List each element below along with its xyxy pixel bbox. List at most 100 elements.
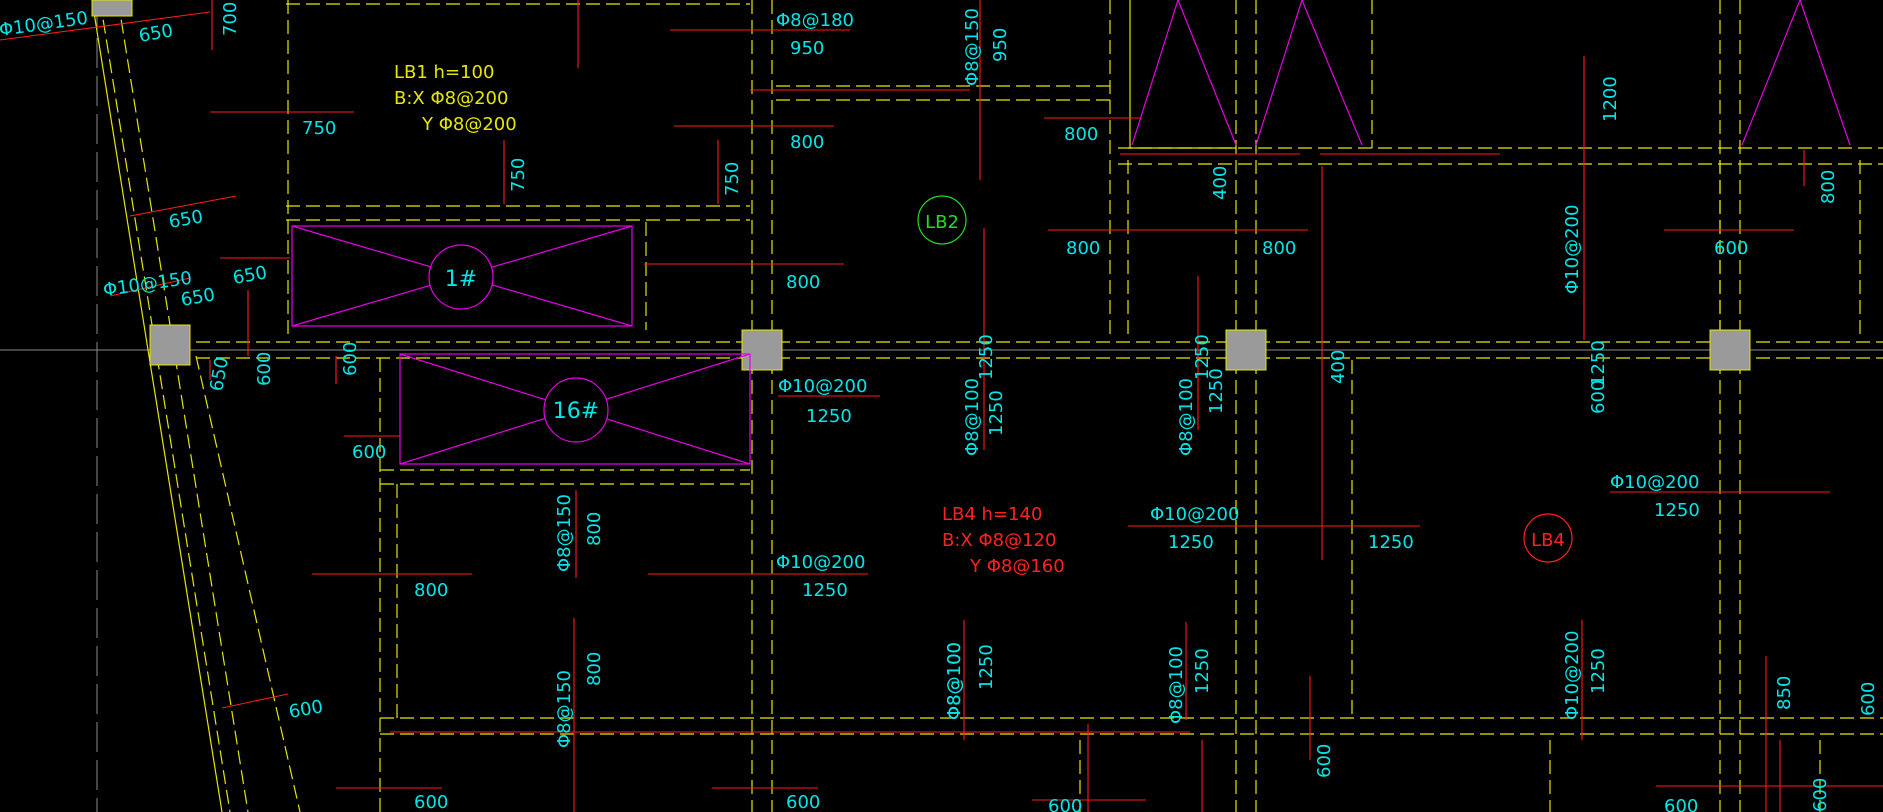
- opening-tag-16: 16#: [553, 399, 599, 424]
- slab-tag-circle: [917, 195, 967, 245]
- dimension-label: 800: [584, 512, 605, 546]
- rebar-label: Φ8@100: [944, 642, 965, 720]
- rebar-label: Φ8@100: [1166, 646, 1187, 724]
- dimension-label: 400: [1210, 166, 1231, 200]
- dimension-label: 1250: [976, 334, 997, 380]
- beam-line: [117, 0, 249, 812]
- opening-tag-1: 1#: [445, 267, 477, 292]
- dimension-label: 1250: [1588, 340, 1609, 386]
- dimension-labels: 650 700 950 750 750 800 750 950 800 1200…: [137, 2, 1879, 812]
- opening-triangle: [1131, 0, 1237, 146]
- dimension-label: 600: [1714, 238, 1748, 259]
- dimension-label: 600: [1664, 796, 1698, 812]
- column: [741, 329, 783, 371]
- rebar-label: Φ10@200: [1562, 631, 1583, 720]
- dimension-label: 400: [1328, 350, 1349, 384]
- beam-lines: [99, 0, 1883, 812]
- rebar-label: Φ8@100: [962, 378, 983, 456]
- rebar-label: Φ8@150: [554, 494, 575, 572]
- slab-note-lb1-y: Y Φ8@200: [421, 114, 517, 135]
- dimension-label: 800: [786, 272, 820, 293]
- dimension-label: 800: [1262, 238, 1296, 259]
- dimension-label: 1250: [976, 644, 997, 690]
- dimension-label: 600: [352, 442, 386, 463]
- dimension-label: 1250: [1206, 368, 1227, 414]
- dimension-label: 950: [790, 38, 824, 59]
- rebar-line: [221, 693, 289, 709]
- dimension-label: 1250: [1192, 648, 1213, 694]
- dimension-label: 1250: [1168, 532, 1214, 553]
- dimension-label: 600: [1588, 380, 1609, 414]
- dimension-label: 1250: [802, 580, 848, 601]
- dimension-label: 750: [302, 118, 336, 139]
- dimension-label: 1200: [1600, 76, 1621, 122]
- beam-line: [195, 355, 301, 812]
- slab-note-lb4-name: LB4 h=140: [942, 504, 1042, 525]
- dimension-label: 800: [1064, 124, 1098, 145]
- dimension-label: 1250: [986, 390, 1007, 436]
- rebar-line: [0, 11, 211, 41]
- dimension-label: 800: [790, 132, 824, 153]
- columns: [91, 0, 1751, 371]
- rebar-label: Φ8@150: [962, 8, 983, 86]
- dimension-label: 1250: [1654, 500, 1700, 521]
- slab-tag-lb4: LB4: [1531, 530, 1565, 551]
- dimension-label: 1250: [1368, 532, 1414, 553]
- slab-tags: LB2 LB4: [917, 195, 1573, 563]
- opening-outline: [291, 225, 633, 327]
- dimension-label: 600: [1314, 744, 1335, 778]
- rebar-label: Φ10@200: [778, 376, 867, 397]
- rebar-label: Φ10@200: [1562, 205, 1583, 294]
- slab-note-lb1-x: B:X Φ8@200: [394, 88, 508, 109]
- slab-tag-circle: [1523, 513, 1573, 563]
- dimension-label: 600: [786, 792, 820, 812]
- rebar-label: Φ8@100: [1176, 378, 1197, 456]
- beam-line: [99, 0, 231, 812]
- dimension-label: 800: [584, 652, 605, 686]
- dimension-label: 600: [254, 352, 275, 386]
- dimension-label: 600: [414, 792, 448, 812]
- column: [91, 0, 133, 17]
- dimension-label: 800: [1818, 170, 1839, 204]
- dimension-label: 800: [414, 580, 448, 601]
- dimension-label: 1250: [1192, 334, 1213, 380]
- slab-notes: LB1 h=100 B:X Φ8@200 Y Φ8@200 LB4 h=140 …: [394, 62, 1065, 577]
- dimension-label: 1250: [1588, 648, 1609, 694]
- wall-line: [91, 0, 223, 812]
- rebar-label: Φ10@200: [1610, 472, 1699, 493]
- rebar-line: [109, 277, 191, 297]
- opening-outline: [399, 353, 751, 465]
- dimension-label: 950: [990, 28, 1011, 62]
- dimension-label: 1250: [806, 406, 852, 427]
- slab-note-lb4-y: Y Φ8@160: [969, 556, 1065, 577]
- opening-triangle: [1741, 0, 1851, 146]
- rebar-label: Φ8@150: [554, 670, 575, 748]
- rebar-label: Φ10@200: [1150, 504, 1239, 525]
- dimension-label: 750: [508, 158, 529, 192]
- dimension-label: 850: [1774, 676, 1795, 710]
- slab-tag-lb2: LB2: [925, 212, 959, 233]
- rebar-label: Φ8@100: [944, 642, 965, 720]
- dimension-label: 800: [1066, 238, 1100, 259]
- opening-tag-circle: [543, 377, 609, 443]
- opening-tags: 1# 16#: [428, 244, 609, 443]
- opening-tag-circle: [428, 244, 494, 310]
- dimension-label: 600: [1810, 778, 1831, 812]
- slab-note-lb1-name: LB1 h=100: [394, 62, 494, 83]
- dimension-label: 600: [1048, 796, 1082, 812]
- dimension-label: 600: [340, 342, 361, 376]
- dimension-label: 750: [722, 162, 743, 196]
- column: [1709, 329, 1751, 371]
- rebar-line: [129, 195, 237, 217]
- dimension-label: 600: [1858, 682, 1879, 716]
- rebar-label: Φ8@180: [776, 10, 854, 31]
- wall-lines: [91, 0, 1236, 812]
- dimension-label: 700: [220, 2, 241, 36]
- slab-note-lb4-x: B:X Φ8@120: [942, 530, 1056, 551]
- rebar-label: Φ10@200: [776, 552, 865, 573]
- opening-triangle: [1255, 0, 1363, 146]
